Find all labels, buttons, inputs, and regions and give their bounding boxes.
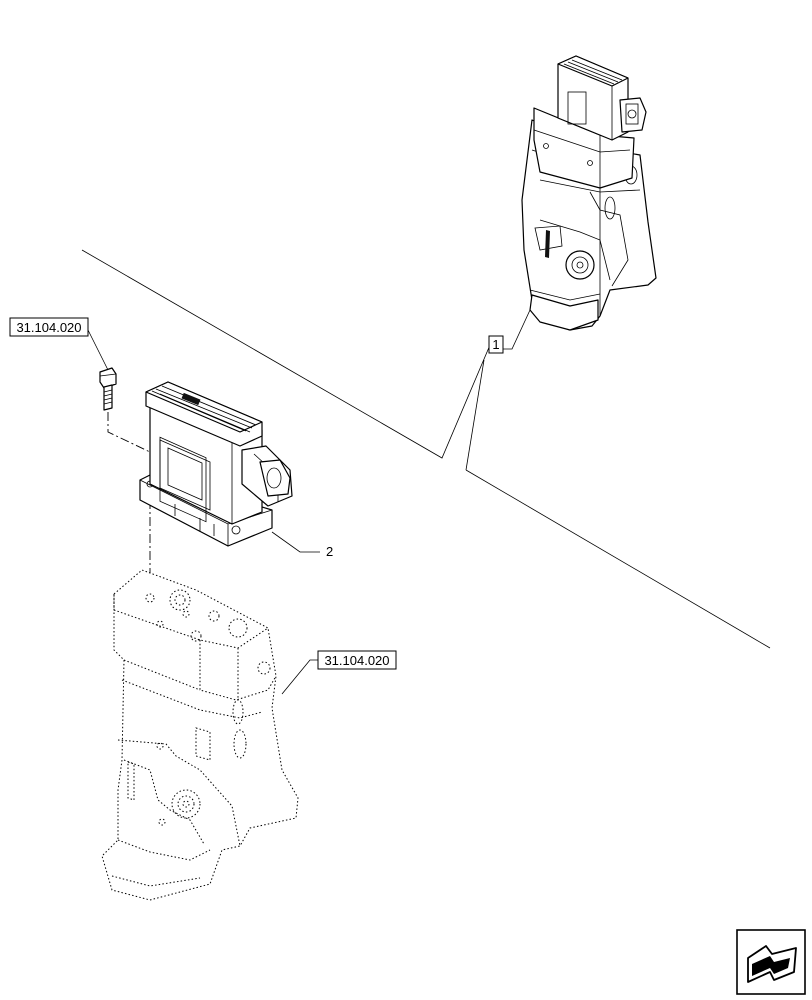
item-2-label[interactable]: 2 bbox=[326, 544, 333, 559]
leader-item-1 bbox=[503, 309, 531, 350]
leader-ref-top bbox=[87, 329, 109, 371]
next-page-arrow-icon[interactable] bbox=[736, 929, 806, 995]
svg-text:1: 1 bbox=[492, 337, 499, 352]
separation-line bbox=[81, 249, 771, 649]
leader-item-2 bbox=[271, 531, 320, 553]
solenoid-module bbox=[139, 381, 293, 547]
ref-callout-mid[interactable]: 31.104.020 bbox=[317, 650, 397, 670]
mounting-screw bbox=[99, 367, 117, 411]
assembled-valve bbox=[521, 55, 657, 331]
item-1-callout[interactable]: 1 bbox=[488, 335, 504, 354]
svg-text:31.104.020: 31.104.020 bbox=[16, 320, 81, 335]
ref-callout-top[interactable]: 31.104.020 bbox=[9, 317, 89, 337]
leader-ref-mid bbox=[281, 659, 318, 695]
phantom-valve-housing bbox=[101, 569, 299, 901]
svg-text:31.104.020: 31.104.020 bbox=[324, 653, 389, 668]
